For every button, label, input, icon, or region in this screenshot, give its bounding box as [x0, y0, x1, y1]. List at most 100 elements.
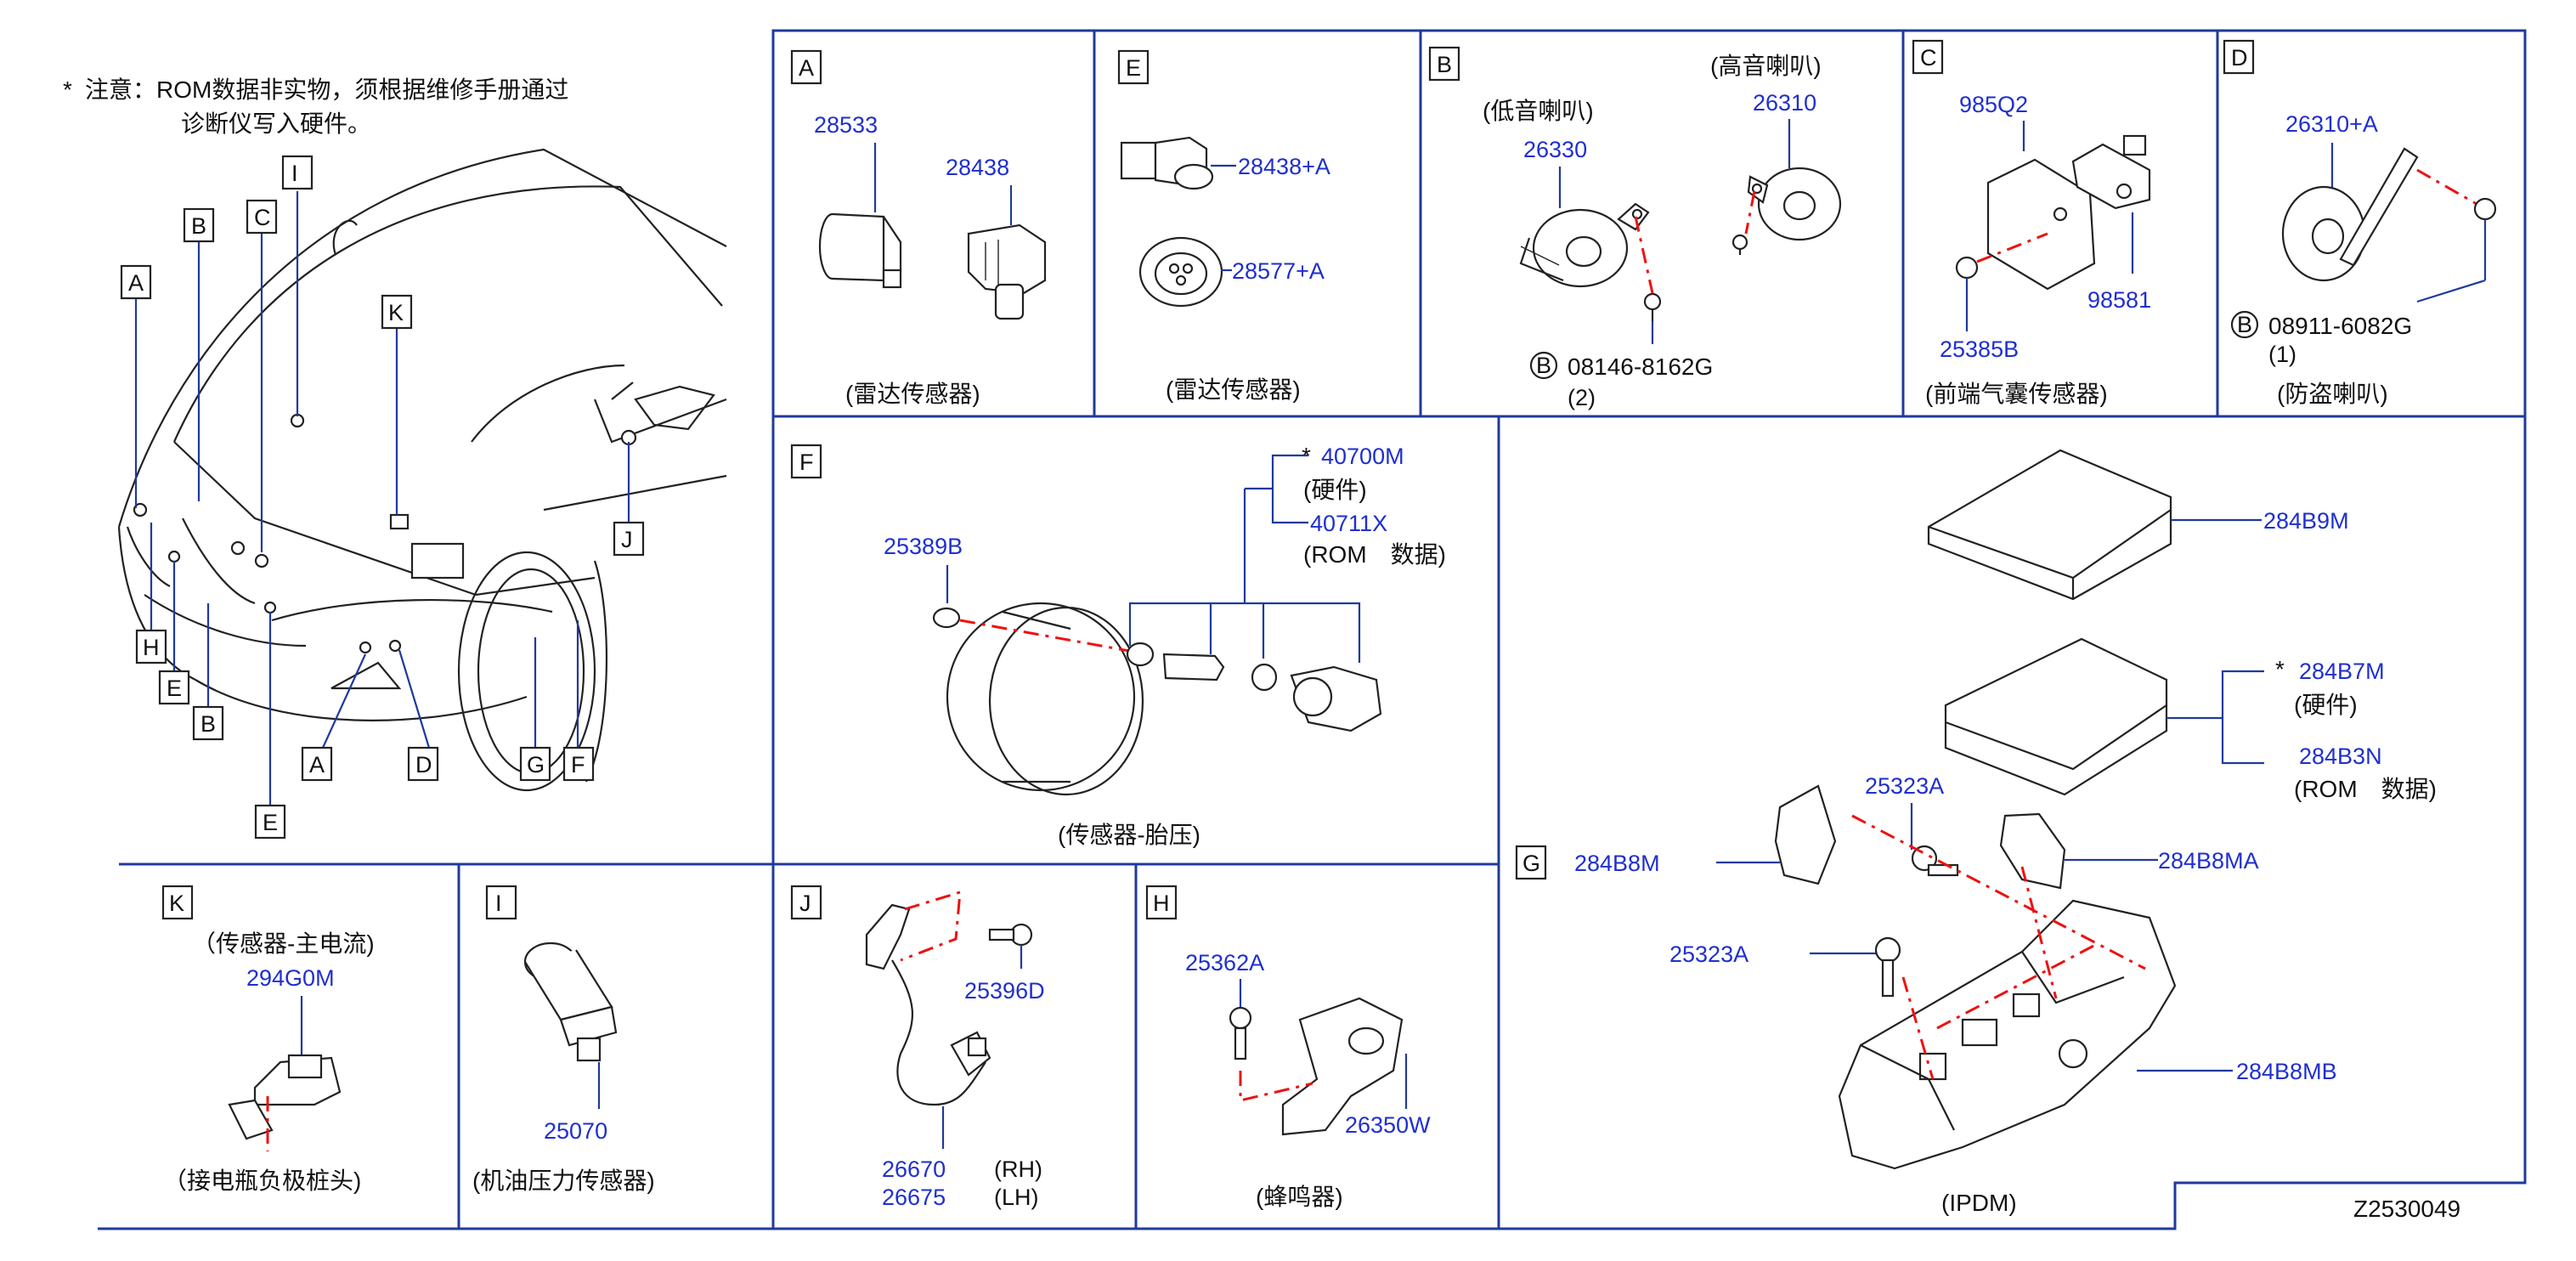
panel-D-bolt-qty: (1) — [2268, 342, 2296, 367]
part-294G0M: 294G0M — [246, 965, 335, 991]
panel-G-letter: G — [1522, 851, 1540, 876]
callout-K: K — [388, 300, 404, 325]
panel-C: C 985Q2 25385B 98581 (前端气囊传感器) — [1912, 39, 2151, 407]
callout-I: I — [291, 161, 298, 186]
ecu-284B7M-icon — [1944, 637, 2168, 796]
part-26310A: 26310+A — [2285, 111, 2378, 137]
panel-H-caption: (蜂鸣器) — [1256, 1184, 1343, 1210]
part-28438: 28438 — [946, 155, 1009, 180]
panel-J: J 25396D 26670 (RH) 26675 (LH) — [790, 885, 1045, 1210]
part-98581: 98581 — [2087, 287, 2151, 313]
panel-B-bolt-qty: (2) — [1568, 385, 1596, 410]
panel-F-caption: (传感器-胎压) — [1058, 822, 1200, 848]
treble-horn-label: (高音喇叭) — [1710, 53, 1822, 79]
callout-F: F — [571, 752, 585, 778]
part-26670: 26670 — [882, 1156, 946, 1182]
panel-E: E 28438+A 28577+A (雷达传感器) — [1117, 49, 1330, 403]
panel-E-caption: (雷达传感器) — [1166, 376, 1301, 403]
part-25396D: 25396D — [964, 978, 1045, 1004]
wheel-speed-sensor-icon — [865, 903, 991, 1106]
treble-horn-icon — [1747, 167, 1842, 241]
callout-B-2: B — [201, 711, 216, 737]
part-08911-6082G: 08911-6082G — [2268, 313, 2412, 339]
bass-horn-icon — [1519, 202, 1650, 288]
panel-G-rom: (ROM 数据) — [2294, 776, 2437, 802]
panel-G-star: * — [2275, 656, 2285, 682]
part-40711X: 40711X — [1310, 511, 1387, 536]
panel-A-letter: A — [799, 55, 814, 81]
panel-frames — [98, 29, 2527, 1230]
part-284B7M: 284B7M — [2299, 659, 2385, 684]
panel-I-letter: I — [495, 891, 502, 916]
diagram-code: Z2530049 — [2353, 1196, 2460, 1222]
part-985Q2: 985Q2 — [1959, 92, 2028, 117]
part-08146-8162G: 08146-8162G — [1568, 353, 1713, 380]
panel-F-hardware: (硬件) — [1303, 477, 1367, 503]
part-25323A-2: 25323A — [1669, 942, 1748, 967]
panel-C-caption: (前端气囊传感器) — [1925, 381, 2108, 407]
bolt-25323A-2-icon — [1874, 936, 1901, 998]
part-284B8MA: 284B8MA — [2158, 848, 2259, 874]
part-25323A: 25323A — [1865, 773, 1944, 799]
panel-A: A 28533 28438 (雷达传感器) — [790, 49, 1047, 407]
part-26310: 26310 — [1753, 90, 1816, 116]
note-line-2: 诊断仪写入硬件。 — [181, 110, 371, 137]
sensor-28577A-icon — [1138, 236, 1223, 308]
panel-B-letter: B — [1437, 52, 1452, 77]
panel-I: I 25070 (机油压力传感器) — [472, 885, 655, 1194]
vehicle-callout-leaders — [134, 191, 630, 806]
part-284B8MB: 284B8MB — [2236, 1059, 2337, 1084]
bracket-284B8M-icon — [1774, 784, 1837, 885]
part-284B3N: 284B3N — [2299, 744, 2382, 769]
callout-E: E — [167, 676, 182, 701]
panel-K-caption: （接电瓶负极桩头) — [163, 1168, 361, 1194]
panel-K-letter: K — [169, 891, 184, 916]
bass-horn-label: (低音喇叭) — [1483, 98, 1594, 124]
panel-F-rom: (ROM 数据) — [1303, 541, 1446, 568]
part-25389B: 25389B — [884, 534, 963, 559]
callout-J: J — [621, 527, 633, 552]
part-25362A: 25362A — [1185, 950, 1264, 975]
airbag-sensor-icon — [1986, 134, 2151, 291]
panel-G-hardware: (硬件) — [2294, 692, 2358, 718]
part-26350W: 26350W — [1345, 1112, 1431, 1138]
part-40700M: 40700M — [1321, 444, 1404, 469]
part-25385B: 25385B — [1940, 336, 2019, 362]
vehicle-callouts: I C B K A J H E B A D E G F — [120, 155, 645, 840]
panel-E-letter: E — [1126, 55, 1141, 81]
callout-C: C — [254, 205, 271, 230]
callout-H: H — [143, 635, 160, 660]
screw-25396D-icon — [988, 923, 1033, 947]
sensor-28438-icon — [967, 223, 1047, 320]
buzzer-icon — [1281, 997, 1404, 1136]
panel-C-letter: C — [1920, 45, 1937, 71]
panel-J-rh: (RH) — [994, 1156, 1042, 1182]
bolt-icon — [1643, 234, 1748, 321]
bracket-284B8MA-icon — [1999, 812, 2066, 890]
panel-H: H 25362A 26350W (蜂鸣器) — [1145, 885, 1431, 1210]
security-horn-icon — [2281, 147, 2419, 282]
bolt-25362A-icon — [1229, 1006, 1252, 1060]
part-284B9M: 284B9M — [2263, 508, 2349, 534]
part-28577A: 28577+A — [1232, 258, 1325, 284]
callout-B: B — [191, 213, 206, 239]
panel-I-caption: (机油压力传感器) — [472, 1168, 655, 1194]
part-28438A: 28438+A — [1238, 154, 1330, 179]
sensor-28533-icon — [818, 212, 902, 289]
panel-G: G 284B9M * 284B7M (硬件) 284B3N (ROM 数据) 2… — [1515, 449, 2437, 1216]
panel-F: F * 40700M (硬件) 40711X (ROM 数据) 25389B — [790, 443, 1446, 848]
callout-E-2: E — [263, 810, 278, 835]
sensor-28438A-icon — [1120, 136, 1214, 190]
callout-D: D — [415, 752, 432, 778]
bolt-25323A-icon — [1911, 845, 1959, 877]
panel-G-caption: (IPDM) — [1941, 1190, 2017, 1216]
panel-K-title: （传感器-主电流) — [192, 930, 375, 957]
oil-pressure-sensor-icon — [523, 942, 618, 1062]
panel-D: D 26310+A B 08911-6082G (1) (防盗喇叭) — [2223, 39, 2497, 407]
panel-F-letter: F — [799, 450, 814, 475]
panel-K: K （传感器-主电流) 294G0M （接电瓶负极桩头) — [161, 885, 375, 1194]
part-284B8M: 284B8M — [1574, 851, 1660, 876]
note-star: * — [63, 76, 72, 103]
current-sensor-icon — [228, 1054, 342, 1140]
